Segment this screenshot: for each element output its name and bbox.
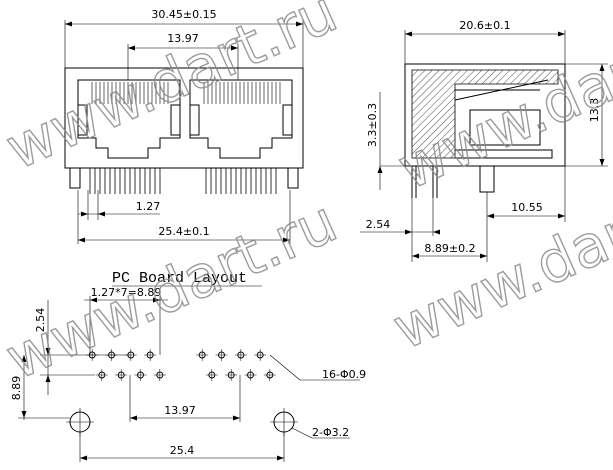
pcb-layout: PC Board Layout 2.54 8.89 1.27*7=8.89 16… (10, 270, 366, 462)
standoff-label: 3.3±0.3 (366, 103, 379, 147)
watermarks: www.dart.ru www.dart.ru www.dart.ru www.… (0, 0, 613, 393)
rear-distance-label: 10.55 (511, 201, 543, 214)
peg-callout-label: 2-Φ3.2 (312, 426, 349, 439)
front-view: 30.45±0.15 13.97 1.27 (64, 8, 304, 244)
pin-group-label: 1.27*7=8.89 (91, 286, 162, 299)
pcb-layout-title: PC Board Layout (112, 270, 247, 287)
pin-row-distance-label: 8.89±0.2 (424, 242, 475, 255)
pin-offset-label: 2.54 (366, 218, 391, 231)
pcb-peg-spacing-label: 25.4 (170, 444, 195, 457)
overall-width-label: 30.45±0.15 (151, 8, 216, 21)
row-spacing-label: 2.54 (34, 308, 47, 333)
watermark-3: www.dart.ru (0, 187, 347, 393)
port-pitch-label: 13.97 (167, 32, 199, 45)
peg-spacing-label: 25.4±0.1 (158, 225, 209, 238)
pin-pitch-label: 1.27 (136, 200, 161, 213)
hole-callout-label: 16-Φ0.9 (322, 368, 366, 381)
height-label: 13.3 (588, 98, 601, 123)
watermark-1: www.dart.ru (0, 0, 347, 183)
side-view: 20.6±0.1 13.3 3.3±0.3 (360, 19, 608, 262)
pcb-port-pitch-label: 13.97 (164, 404, 196, 417)
vertical-spacing-label: 8.89 (10, 376, 23, 401)
pcb-holes (86, 349, 276, 381)
contact-fingers (91, 82, 281, 104)
front-pins (89, 168, 277, 194)
depth-label: 20.6±0.1 (459, 19, 510, 32)
